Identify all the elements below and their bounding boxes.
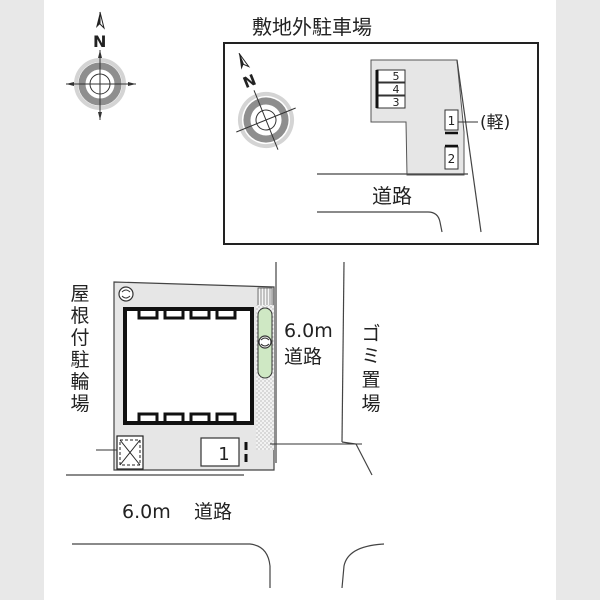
space-kei-2: 2 (444, 146, 459, 170)
garbage-label-char: ゴ (361, 323, 380, 345)
garbage-label-char: ミ (361, 345, 380, 367)
space-4: 4 (376, 82, 406, 96)
vertical-char: 屋 (70, 283, 89, 305)
vertical-char: 付 (70, 327, 89, 349)
space-label: 1 (448, 114, 456, 128)
garbage-label-char: 場 (361, 393, 380, 415)
bicycle-parking (116, 435, 144, 470)
inset-north-label: N (240, 71, 258, 92)
south-road-south-edge (72, 543, 271, 588)
east-road-width: 6.0m (284, 320, 333, 342)
space-label: 1 (218, 444, 229, 465)
space-kei-1: 1 (444, 109, 459, 131)
tree-icon (118, 286, 134, 302)
building (123, 307, 254, 425)
main-site: 1 屋 根 付 駐 輪 場 6.0m 道路 ゴ ミ 置 場 6.0m 道路 (66, 261, 385, 589)
east-road-east-edge (341, 261, 345, 443)
vertical-char: 駐 (70, 349, 89, 371)
space-label: 5 (393, 70, 400, 83)
vertical-char: 輪 (70, 371, 89, 393)
north-label: N (93, 32, 106, 51)
onsite-space-1: 1 (200, 437, 248, 467)
map-drawing: N 敷地外駐車場 N (66, 11, 539, 589)
south-road-name: 道路 (194, 501, 232, 523)
inset-road-label: 道路 (372, 184, 412, 208)
roof-bicycle-label: 屋 (70, 283, 89, 305)
kei-label: (軽) (480, 113, 510, 133)
inset-compass: N (236, 52, 296, 150)
vertical-char: 根 (70, 305, 89, 327)
lot-edge (456, 59, 482, 233)
garbage-label-char: 置 (361, 369, 380, 391)
east-road-name: 道路 (284, 346, 322, 368)
compass-top: N (66, 11, 136, 120)
north-arrow-icon (96, 11, 105, 30)
offsite-parking-inset: 敷地外駐車場 N 5 4 3 (223, 15, 539, 245)
space-3: 3 (376, 95, 406, 109)
tree-icon (258, 335, 272, 349)
space-label: 3 (393, 96, 400, 109)
east-fence-hatch (257, 287, 273, 307)
vertical-char: 場 (70, 393, 89, 415)
site-map: N 敷地外駐車場 N (44, 0, 556, 600)
space-label: 2 (448, 152, 456, 166)
space-5: 5 (376, 69, 406, 83)
south-road-width: 6.0m (122, 501, 171, 523)
offsite-parking-title: 敷地外駐車場 (252, 15, 372, 39)
compass-rose-icon (66, 50, 136, 120)
space-label: 4 (393, 83, 400, 96)
